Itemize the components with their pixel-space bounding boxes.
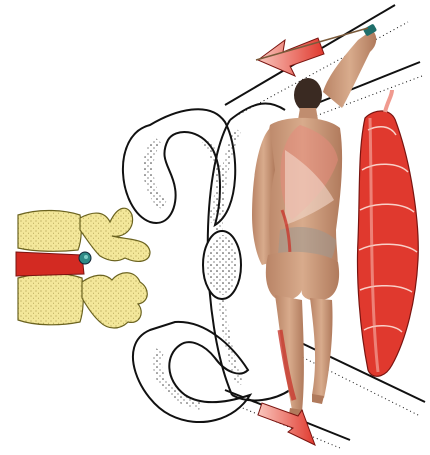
figure-head — [294, 78, 322, 112]
muscle-band-illustration — [357, 90, 418, 376]
stretch-arrow-down — [258, 403, 315, 445]
intervertebral-disc — [16, 252, 84, 276]
vertebra-illustration — [16, 208, 150, 328]
